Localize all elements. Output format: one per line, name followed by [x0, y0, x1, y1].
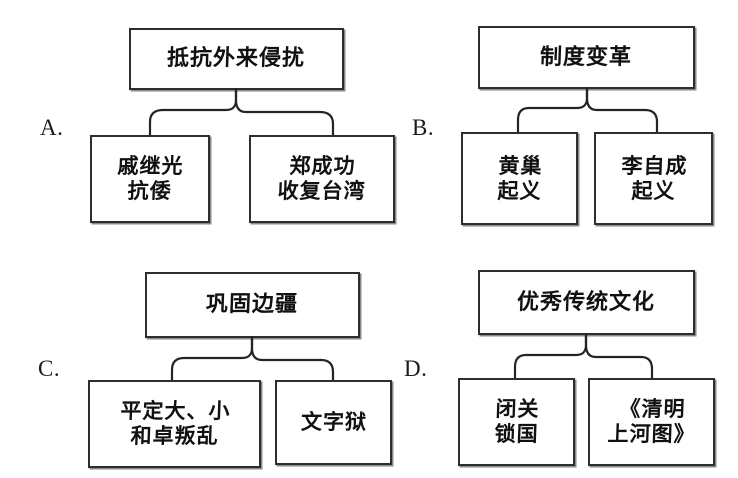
option-a-label: A. — [40, 115, 64, 140]
option-d-child-text-1: 闭关 锁国 — [493, 396, 540, 446]
option-a-parent-node: 抵抗外来侵扰 — [129, 28, 344, 90]
option-d-label: D. — [404, 356, 428, 381]
option-c-child-node-1: 平定大、小 和卓叛乱 — [88, 380, 261, 468]
option-b-child-text-2: 李自成 起义 — [620, 152, 688, 203]
option-a-child-node-1: 戚继光 抗倭 — [90, 135, 210, 223]
option-d-child-node-2: 《清明 上河图》 — [588, 378, 715, 466]
option-c-connector — [170, 336, 335, 384]
option-d-child-text-2: 《清明 上河图》 — [606, 396, 696, 446]
option-b-parent-node: 制度变革 — [478, 26, 695, 89]
option-a-child-text-2: 郑成功 收复台湾 — [277, 153, 367, 203]
option-d-connector — [513, 333, 654, 381]
option-b-connector — [516, 87, 659, 134]
option-b-label: B. — [412, 115, 435, 140]
option-c-child-text-2: 文字狱 — [300, 409, 367, 435]
option-b-child-node-2: 李自成 起义 — [594, 132, 713, 225]
option-d-child-node-1: 闭关 锁国 — [458, 378, 575, 466]
option-c-parent-node: 巩固边疆 — [145, 272, 360, 338]
option-c-child-text-1: 平定大、小 和卓叛乱 — [119, 398, 231, 448]
option-b-parent-text: 制度变革 — [540, 43, 633, 70]
option-a-child-node-2: 郑成功 收复台湾 — [249, 135, 395, 223]
option-b-child-node-1: 黄巢 起义 — [461, 132, 578, 225]
option-c-label: C. — [38, 356, 61, 381]
option-c-parent-text: 巩固边疆 — [206, 291, 299, 318]
option-a-connector — [148, 88, 335, 138]
option-d-parent-text: 优秀传统文化 — [517, 288, 656, 315]
option-a-parent-text: 抵抗外来侵扰 — [167, 45, 306, 72]
option-a-child-text-1: 戚继光 抗倭 — [117, 153, 184, 203]
option-c-child-node-2: 文字狱 — [275, 380, 392, 465]
option-d-parent-node: 优秀传统文化 — [478, 270, 695, 335]
option-b-child-text-1: 黄巢 起义 — [496, 152, 543, 203]
